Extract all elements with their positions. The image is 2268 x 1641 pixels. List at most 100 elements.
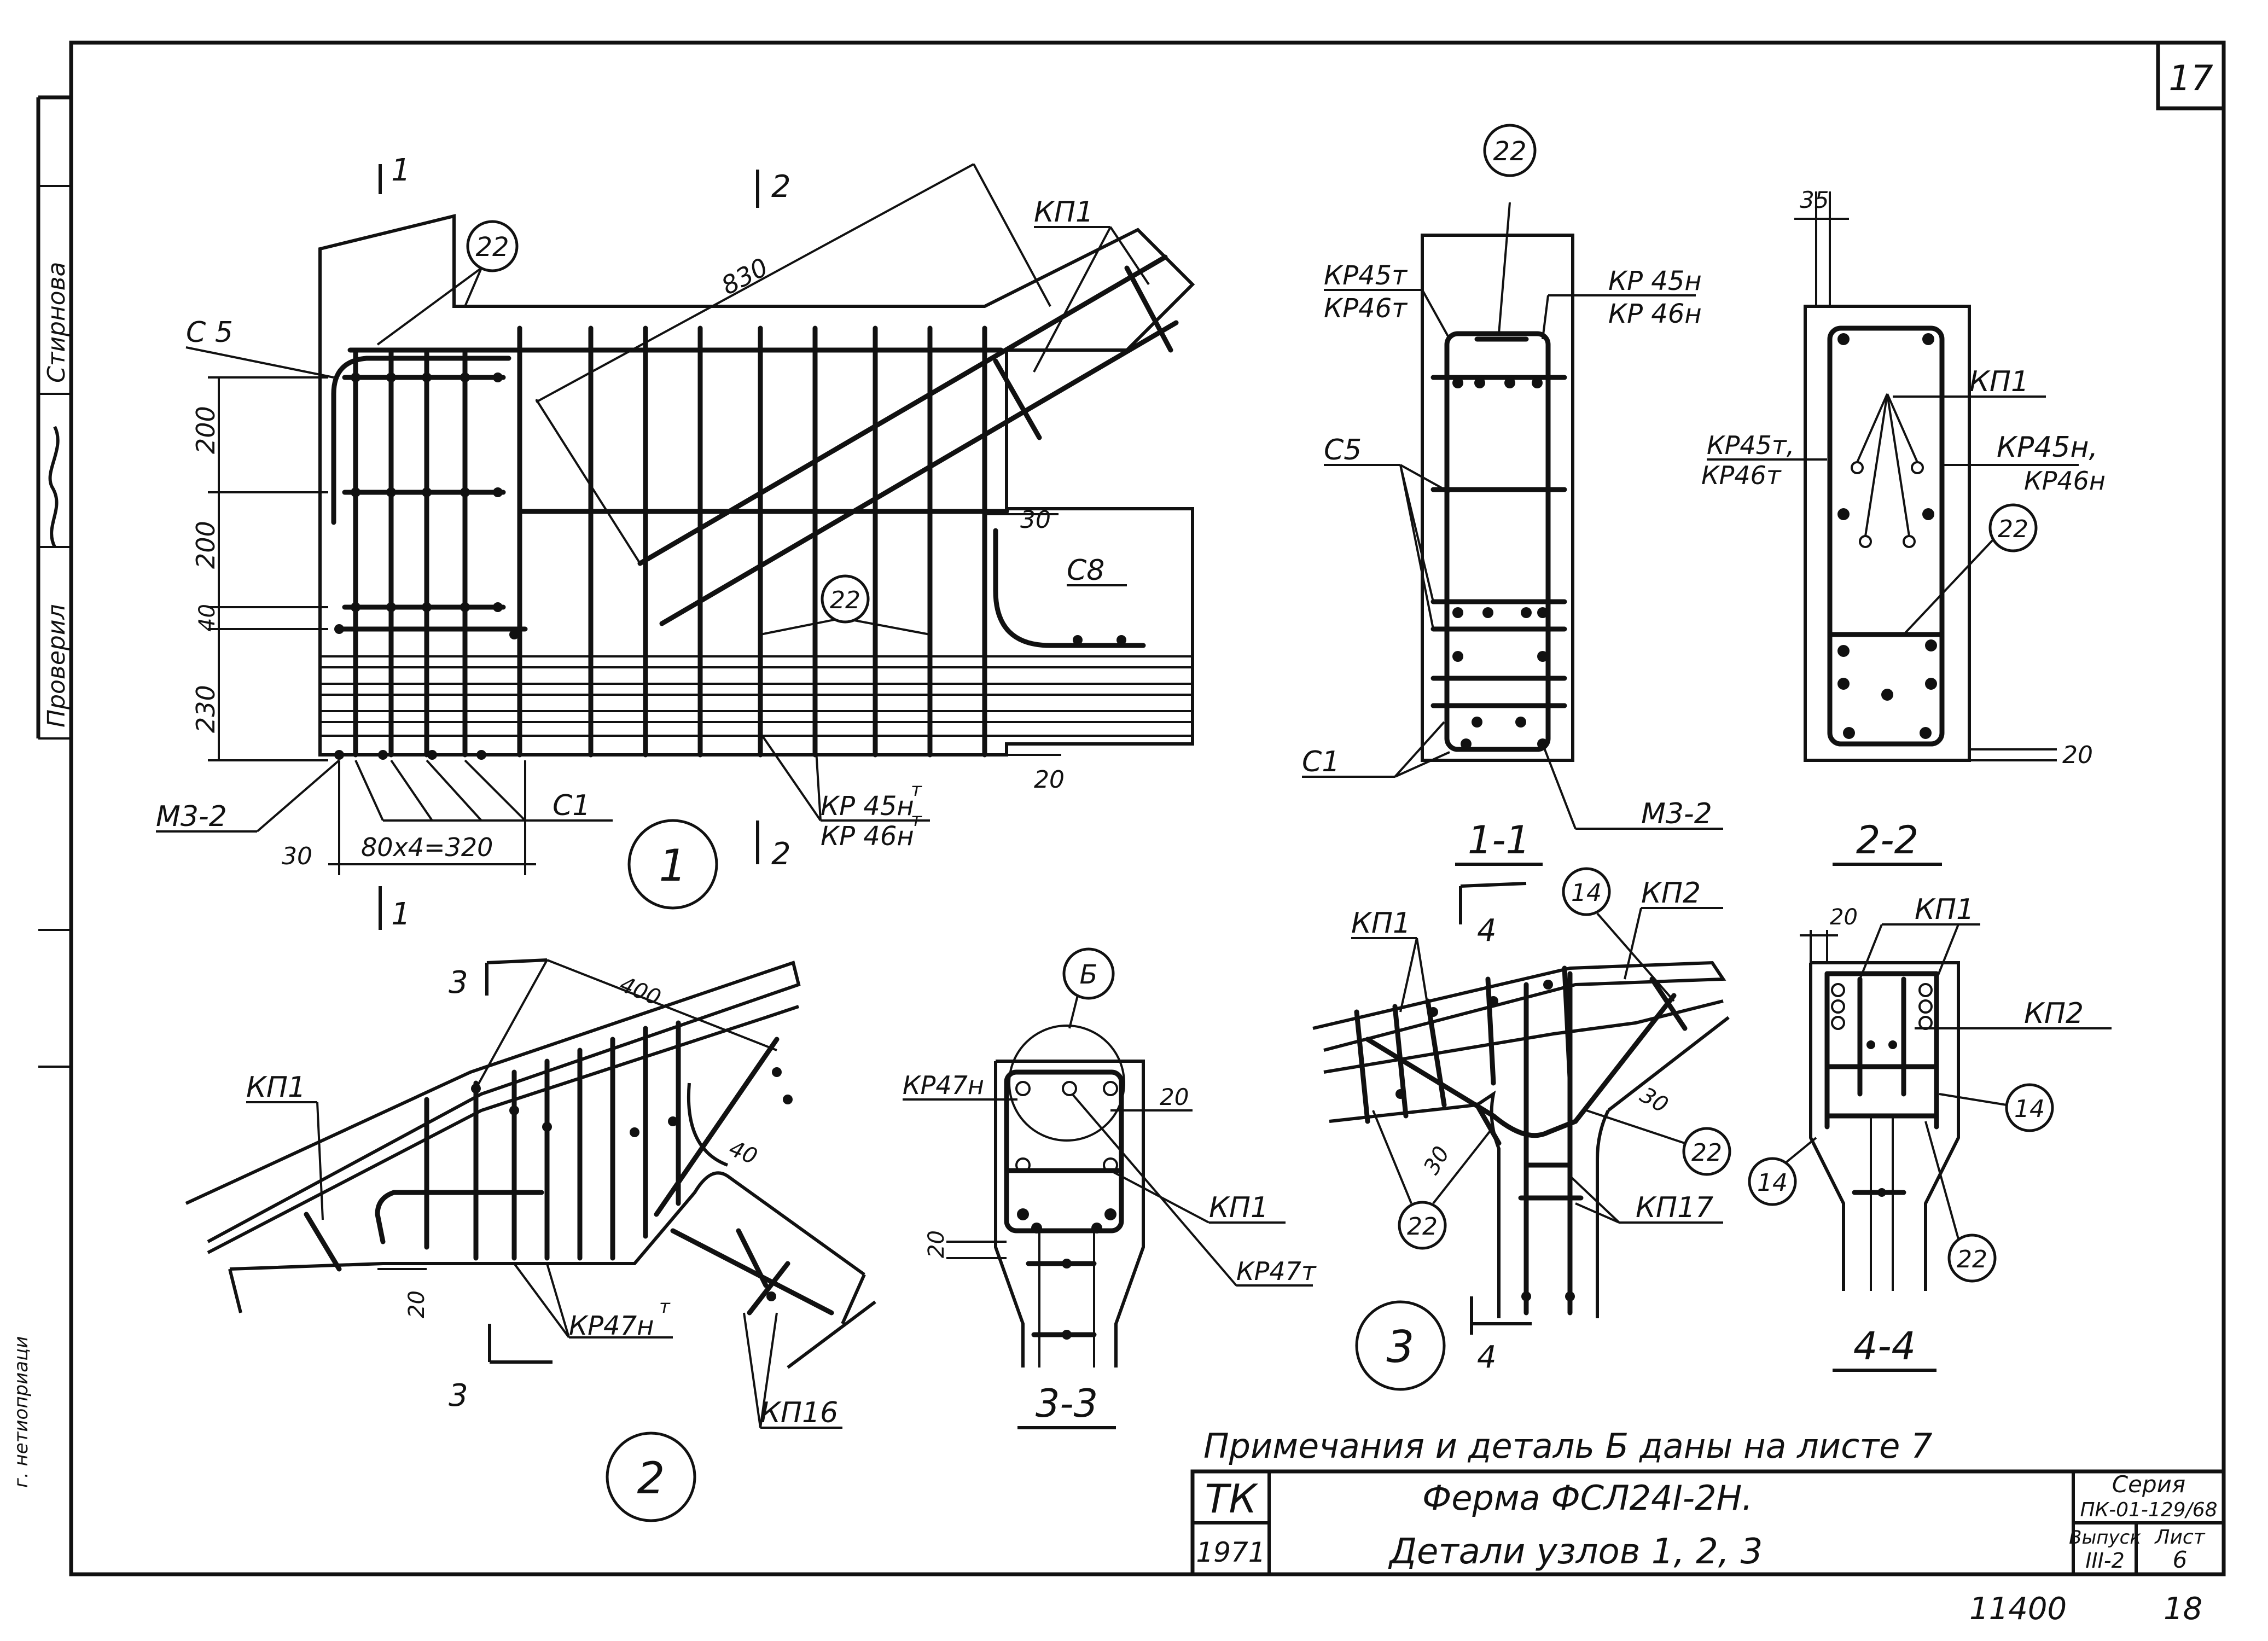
node2-label-kp47: КР47н bbox=[569, 1311, 654, 1341]
section22-balloon-22-text: 22 bbox=[1998, 515, 2028, 543]
node1-balloon-22 bbox=[466, 220, 519, 272]
section33-dim-20a: 20 bbox=[1160, 1084, 1189, 1110]
section44-label-kp2: КП2 bbox=[2024, 997, 2084, 1030]
node2-dim-20: 20 bbox=[404, 1290, 429, 1318]
node1-label-kp1: КП1 bbox=[1034, 196, 1094, 229]
node3-dim-30a: 30 bbox=[1419, 1142, 1455, 1179]
node1-rebar-dots bbox=[334, 373, 1126, 760]
node1-dim-spacing: 80x4=320 bbox=[361, 833, 493, 862]
bottom-left-code: 11400 bbox=[1969, 1591, 2067, 1627]
section22-dim-35: 35 bbox=[1800, 187, 1829, 213]
section11-kp46t: КР46т bbox=[1324, 293, 1408, 324]
section22-kp45t: КР45т, bbox=[1707, 430, 1794, 460]
node3-number: 3 bbox=[1387, 1322, 1415, 1372]
section11-balloon-22 bbox=[1483, 124, 1537, 177]
node2-number: 2 bbox=[637, 1453, 665, 1504]
title-block-series-label: Серия bbox=[2112, 1471, 2185, 1498]
section11-kp45n: КР 45н bbox=[1608, 266, 1702, 296]
node1-label-kp45: КР 45н bbox=[821, 791, 914, 822]
section33-dim-20b: 20 bbox=[924, 1230, 949, 1258]
section33-balloon-b bbox=[1062, 947, 1115, 1000]
section33-kp47t: КР47т bbox=[1236, 1256, 1317, 1286]
title-block-series-value: ПК-01-129/68 bbox=[2080, 1499, 2217, 1521]
section22-label-kp1: КП1 bbox=[1969, 365, 2029, 398]
node1-stirrups bbox=[353, 325, 987, 758]
section11-balloon-22-text: 22 bbox=[1493, 136, 1526, 167]
node-3-detail bbox=[1312, 961, 1730, 1318]
bottom-right-code: 18 bbox=[2164, 1591, 2202, 1627]
section22-kp46t: КР46т bbox=[1701, 461, 1782, 490]
title-block-sheet-value: 6 bbox=[2173, 1546, 2188, 1573]
node1-dim-200b: 200 bbox=[191, 521, 220, 569]
node3-label-kp17: КП17 bbox=[1636, 1191, 1713, 1224]
checked-label: Проверил bbox=[43, 604, 71, 728]
title-block-year: 1971 bbox=[1196, 1537, 1265, 1568]
section44-balloon-14a bbox=[1748, 1157, 1797, 1206]
node2-label-kp1: КП1 bbox=[246, 1071, 306, 1104]
node1-label-c1: С1 bbox=[553, 789, 590, 822]
title-block-org: ТК bbox=[1205, 1476, 1258, 1522]
node1-label-kp46: КР 46н bbox=[821, 821, 914, 852]
section11-label-m32: М3-2 bbox=[1641, 798, 1712, 830]
node1-balloon-22-strut-text: 22 bbox=[830, 586, 860, 614]
node3-balloon-22b-text: 22 bbox=[1691, 1139, 1722, 1167]
section22-kp46n: КР46н bbox=[2024, 466, 2106, 496]
section33-title: 3-3 bbox=[1036, 1381, 1098, 1426]
title-block bbox=[1190, 1469, 2226, 1576]
title-block-issue-label: Выпуск bbox=[2069, 1527, 2141, 1549]
section44-balloon-14b bbox=[2005, 1083, 2054, 1132]
node1-section-mark-bottom: 1 bbox=[391, 897, 411, 932]
node2-dim-40: 40 bbox=[725, 1136, 760, 1170]
section22-dim-20: 20 bbox=[2062, 741, 2093, 769]
node2-dim-400: 400 bbox=[616, 972, 664, 1011]
node1-dim-830: 830 bbox=[717, 252, 773, 301]
node2-number-circle bbox=[606, 1431, 696, 1522]
section44-balloon-22 bbox=[1947, 1233, 1997, 1283]
section33-balloon-b-text: Б bbox=[1080, 959, 1098, 990]
title-block-issue-value: III-2 bbox=[2085, 1549, 2125, 1573]
node1-dim-30-bottom: 30 bbox=[282, 842, 312, 870]
node1-dim-30-right: 30 bbox=[1020, 506, 1051, 534]
node3-balloon-22a-text: 22 bbox=[1407, 1213, 1438, 1241]
node1-section2-mark-top: 2 bbox=[771, 169, 791, 205]
section44-label-kp1: КП1 bbox=[1915, 893, 1974, 926]
node1-section2-mark-bottom: 2 bbox=[771, 836, 791, 872]
section-4-4 bbox=[1800, 930, 1960, 1291]
page-number: 17 bbox=[2168, 59, 2213, 99]
section44-balloon-14b-text: 14 bbox=[2014, 1095, 2045, 1123]
node1-dim-20: 20 bbox=[1034, 766, 1065, 794]
section33-kp47n: КР47н bbox=[903, 1070, 984, 1100]
title-block-sheet-label: Лист bbox=[2154, 1526, 2205, 1549]
node1-balloon-22-text: 22 bbox=[475, 232, 509, 263]
node1-balloon-22-strut bbox=[821, 574, 870, 624]
node1-dim-230: 230 bbox=[191, 685, 220, 733]
node3-balloon-14-text: 14 bbox=[1571, 879, 1602, 907]
node1-label-m32: М3-2 bbox=[156, 800, 227, 833]
section11-kp46n: КР 46н bbox=[1608, 299, 1702, 329]
node2-label-kp47-sup: т bbox=[659, 1296, 671, 1318]
section-2-2 bbox=[1794, 191, 2057, 762]
section11-label-c5: С5 bbox=[1324, 434, 1362, 467]
node1-dim-200a: 200 bbox=[191, 406, 220, 454]
node3-balloon-22a bbox=[1398, 1201, 1447, 1250]
node1-label-c8: С8 bbox=[1067, 554, 1104, 587]
section11-title: 1-1 bbox=[1468, 818, 1530, 863]
section22-kp45n: КР45н, bbox=[1997, 431, 2098, 464]
node1-label-kp45-sup: т bbox=[911, 779, 922, 801]
node3-section-mark-bottom: 4 bbox=[1477, 1340, 1497, 1375]
node1-number: 1 bbox=[659, 840, 687, 891]
node3-label-kp1: КП1 bbox=[1351, 907, 1411, 940]
rotated-note: г. нетиоприаци bbox=[10, 1336, 32, 1488]
section-3-3 bbox=[994, 995, 1145, 1368]
section11-kp45t: КР45т bbox=[1324, 260, 1408, 291]
section44-title: 4-4 bbox=[1853, 1324, 1916, 1369]
node1-label-c5: С 5 bbox=[186, 316, 233, 349]
node1-dimensions bbox=[208, 163, 1051, 930]
drawing-note: Примечания и деталь Б даны на листе 7 bbox=[1203, 1426, 1933, 1466]
node3-number-circle bbox=[1355, 1300, 1446, 1391]
title-block-title-line1: Ферма ФСЛ24I-2Н. bbox=[1422, 1478, 1753, 1518]
sheet-frame bbox=[36, 40, 2226, 1576]
node3-balloon-14 bbox=[1562, 867, 1611, 916]
section22-balloon-22 bbox=[1988, 503, 2038, 552]
